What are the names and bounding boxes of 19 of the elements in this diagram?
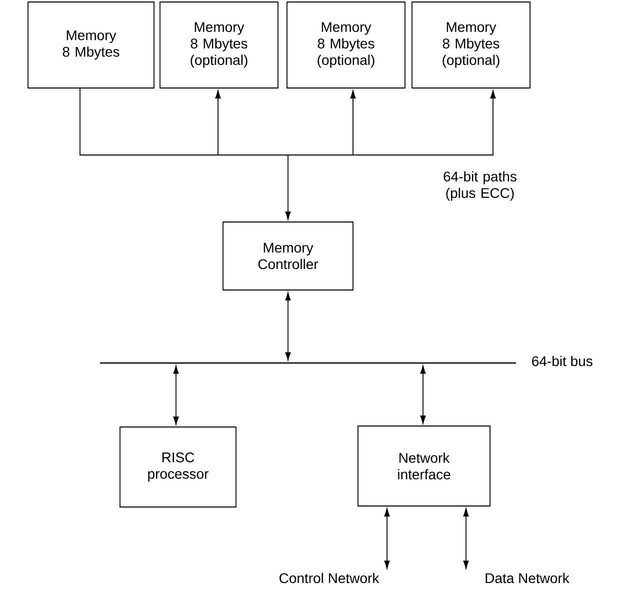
arrow [384, 508, 390, 569]
memory-box: Memory 8 Mbytes (optional) [412, 2, 530, 88]
network-label: Control Network [280, 572, 380, 584]
memory-box: Memory 8 Mbytes (optional) [286, 2, 406, 88]
arrow [285, 154, 291, 220]
network-label: Data Network [486, 572, 570, 584]
memory-box: Memory 8 Mbytes (optional) [160, 2, 278, 88]
bus-label: 64-bit bus [532, 356, 592, 366]
interface-box: Network interface [358, 426, 490, 506]
arrow [285, 292, 291, 360]
arrow [173, 366, 179, 425]
path-label: 64-bit paths (plus ECC) [444, 171, 516, 201]
arrow [463, 508, 469, 569]
controller-box: Memory Controller [222, 222, 354, 290]
memory-box: Memory 8 Mbytes [28, 2, 154, 88]
arrow [288, 90, 496, 156]
arrow [420, 366, 426, 424]
arrow [215, 90, 288, 156]
processor-box: RISC processor [120, 426, 236, 508]
